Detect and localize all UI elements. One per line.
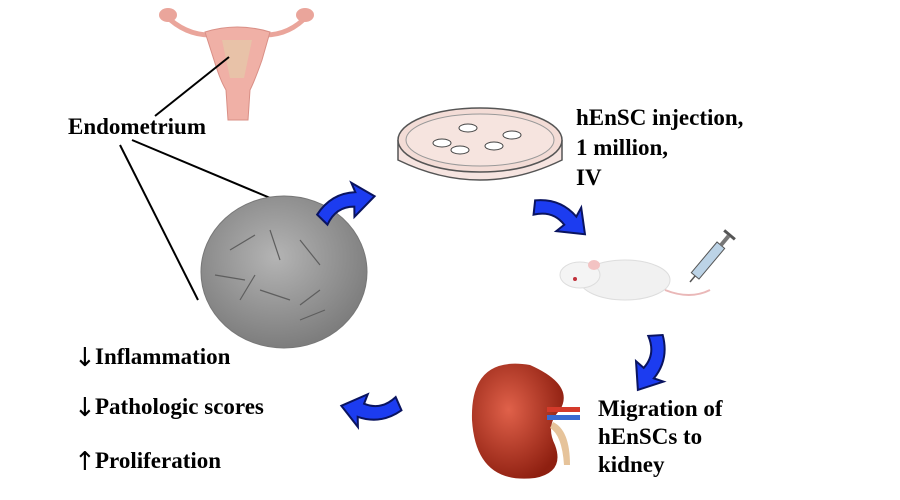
arrow-up-icon: ↑ <box>74 447 96 477</box>
flow-arrow-icon <box>526 180 598 250</box>
injection-details: hEnSC injection, 1 million, IV <box>576 105 749 190</box>
connector-line <box>154 56 230 117</box>
outcome-inflammation: Inflammation <box>95 344 231 369</box>
outcome-pathologic-scores: Pathologic scores <box>95 394 264 419</box>
endometrium-label: Endometrium <box>68 114 206 139</box>
cell-culture-micrograph <box>200 195 368 349</box>
petri-dish <box>397 107 563 181</box>
connector-line <box>119 144 199 301</box>
syringe-icon <box>689 229 736 283</box>
arrow-down-icon: ↓ <box>74 393 96 423</box>
kidney-illustration <box>471 363 580 479</box>
flow-arrow-icon <box>621 328 685 400</box>
flow-arrow-icon <box>311 177 380 228</box>
migration-label: Migration of hEnSCs to kidney <box>598 396 728 477</box>
outcomes-list: ↓ Inflammation ↓ Pathologic scores ↑ Pro… <box>74 343 264 477</box>
uterus-illustration <box>159 8 314 121</box>
mouse-illustration <box>559 259 711 301</box>
outcome-proliferation: Proliferation <box>95 448 221 473</box>
arrow-down-icon: ↓ <box>74 343 96 373</box>
flow-arrow-icon <box>337 387 405 435</box>
